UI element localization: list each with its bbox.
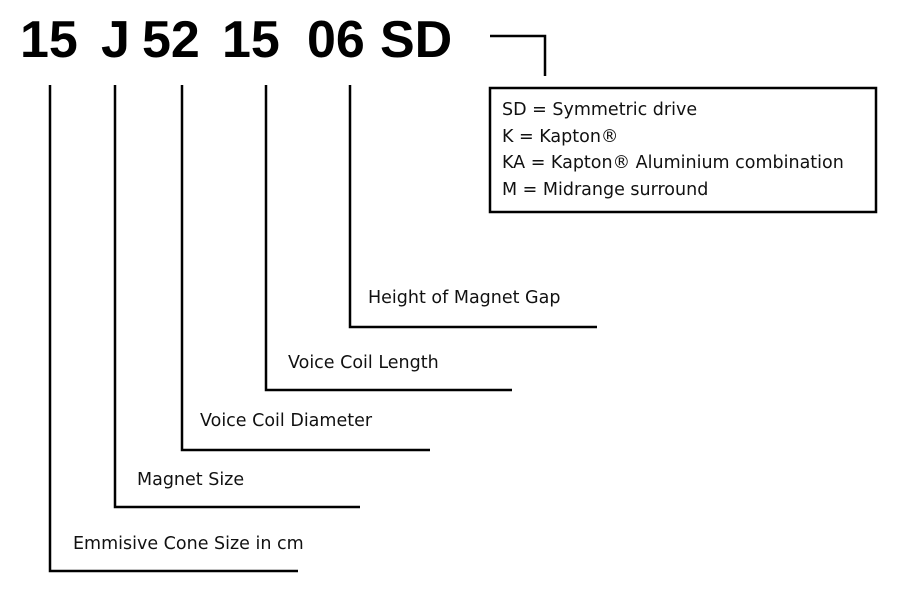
- code-cone-size: 15: [20, 11, 78, 69]
- code-voice-coil-length: 15: [222, 11, 280, 69]
- magnet-gap-leader-line: [348, 85, 597, 329]
- legend-item: M = Midrange surround: [502, 180, 708, 200]
- voice-coil-length-leader-line: [264, 85, 512, 392]
- legend-item: SD = Symmetric drive: [502, 100, 697, 120]
- label-magnet-gap: Height of Magnet Gap: [368, 288, 560, 308]
- label-magnet-size: Magnet Size: [137, 470, 244, 490]
- code-magnet-gap: 06: [307, 11, 365, 69]
- legend-box-border: [488, 86, 878, 214]
- suffix-legend-box: SD = Symmetric drive K = Kapton® KA = Ka…: [488, 86, 878, 214]
- legend-item: K = Kapton®: [502, 127, 618, 147]
- magnet-size-leader-line: [113, 85, 360, 509]
- label-voice-coil-length: Voice Coil Length: [288, 353, 439, 373]
- voice-coil-diameter-leader-line: [180, 85, 430, 452]
- code-suffix: SD: [380, 11, 452, 69]
- code-voice-coil-diameter: 52: [142, 11, 200, 69]
- code-magnet-size: J: [101, 11, 130, 69]
- legend-item: KA = Kapton® Aluminium combination: [502, 153, 844, 173]
- label-voice-coil-diameter: Voice Coil Diameter: [200, 411, 373, 431]
- cone-size-leader-line: [48, 85, 298, 573]
- label-cone-size: Emmisive Cone Size in cm: [73, 534, 304, 554]
- part-number-code: 15 J 52 15 06 SD: [20, 11, 452, 69]
- suffix-connector-line: [490, 34, 547, 76]
